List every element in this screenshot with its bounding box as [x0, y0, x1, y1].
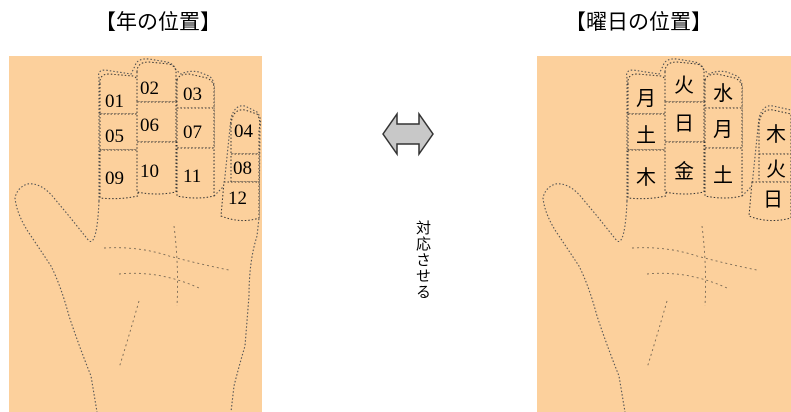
svg-text:月: 月 — [636, 86, 656, 110]
svg-text:日: 日 — [674, 111, 694, 135]
svg-text:08: 08 — [233, 158, 252, 179]
weekday-cell-6: 日 — [664, 101, 705, 143]
left-title: 【年の位置】 — [95, 10, 221, 34]
double-arrow-icon — [381, 110, 435, 162]
weekday-cell-10: 金 — [664, 141, 705, 195]
weekday-cell-12: 日 — [748, 181, 791, 222]
svg-text:日: 日 — [763, 187, 783, 211]
svg-text:土: 土 — [713, 163, 733, 187]
weekday-cell-4: 木 — [758, 109, 791, 155]
svg-text:05: 05 — [105, 126, 124, 147]
weekday-cell-8: 火 — [758, 153, 791, 183]
svg-text:木: 木 — [766, 122, 786, 146]
year-cell-12: 12 — [220, 181, 260, 222]
weekday-cell-7: 月 — [704, 107, 743, 149]
svg-text:02: 02 — [140, 78, 159, 99]
svg-text:10: 10 — [140, 161, 159, 182]
hand-illustration-left: 01 02 03 04 05 06 07 08 09 10 11 12 — [14, 58, 262, 412]
weekday-cell-2: 火 — [664, 61, 705, 103]
year-cell-05: 05 — [99, 113, 139, 151]
year-cell-06: 06 — [136, 101, 177, 143]
hand-illustration-right: 月 火 水 木 土 日 月 火 木 金 土 日 — [542, 58, 791, 412]
year-cell-04: 04 — [230, 109, 261, 155]
weekday-cell-11: 土 — [704, 147, 743, 199]
svg-text:12: 12 — [228, 188, 247, 209]
svg-text:11: 11 — [183, 166, 201, 187]
year-cell-09: 09 — [99, 149, 139, 200]
svg-text:06: 06 — [140, 115, 159, 136]
svg-text:月: 月 — [713, 117, 733, 141]
year-cell-01: 01 — [99, 73, 139, 115]
svg-text:土: 土 — [636, 123, 656, 147]
svg-text:水: 水 — [713, 81, 733, 105]
year-cell-07: 07 — [176, 107, 215, 149]
right-title: 【曜日の位置】 — [565, 10, 712, 34]
svg-text:07: 07 — [183, 122, 202, 143]
svg-text:01: 01 — [105, 91, 124, 112]
year-hand-panel: 01 02 03 04 05 06 07 08 09 10 11 12 — [9, 56, 262, 412]
weekday-cell-3: 水 — [704, 73, 743, 109]
weekday-cell-5: 土 — [627, 113, 667, 151]
svg-text:火: 火 — [674, 73, 694, 97]
svg-text:09: 09 — [105, 168, 124, 189]
year-cell-02: 02 — [136, 61, 177, 103]
svg-text:金: 金 — [674, 159, 694, 183]
svg-text:火: 火 — [766, 157, 786, 181]
year-cell-03: 03 — [176, 73, 215, 109]
year-cell-08: 08 — [230, 153, 260, 183]
svg-text:04: 04 — [234, 121, 254, 142]
weekday-cell-1: 月 — [627, 73, 667, 115]
year-cell-11: 11 — [176, 147, 215, 199]
correspond-label: 対応させる — [414, 220, 432, 300]
svg-text:木: 木 — [636, 165, 656, 189]
weekday-cell-9: 木 — [627, 149, 667, 200]
year-cell-10: 10 — [136, 141, 177, 195]
svg-text:03: 03 — [183, 84, 202, 105]
weekday-hand-panel: 月 火 水 木 土 日 月 火 木 金 土 日 — [537, 56, 791, 412]
